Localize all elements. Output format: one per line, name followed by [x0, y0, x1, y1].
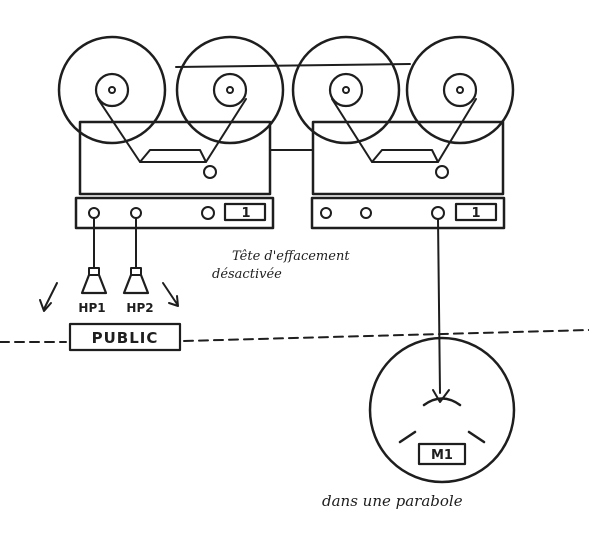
recorder-2-control-panel [310, 196, 506, 230]
recorder-2-left-hub [328, 72, 364, 108]
recorder-2-right-reel [405, 35, 515, 145]
speaker-hp1-magnet [88, 267, 100, 276]
speaker-hp2-cone [122, 273, 150, 295]
recorder-2-right-spindle [456, 86, 464, 94]
recorder-1-counter [223, 202, 267, 222]
recorder-2-jack-1 [320, 207, 332, 219]
recorder-2-capstan [435, 165, 449, 179]
recorder-1-jack-in [201, 206, 215, 220]
recorder-1-jack-out-2 [130, 207, 142, 219]
audience-line-right [183, 329, 589, 342]
microphone-label: M1 [431, 448, 453, 463]
speaker-hp2-magnet [130, 267, 142, 276]
recorder-1-counter-label: 1 [241, 206, 250, 221]
microphone-arrow-icon [432, 389, 450, 403]
parabola-dish [368, 336, 516, 484]
recorder-2-body [311, 120, 505, 196]
microphone-head-icon [422, 397, 462, 407]
recorder-2-counter-label: 1 [471, 206, 480, 221]
recorder-1-control-panel [74, 196, 275, 230]
parabola-microphone: M1 [368, 336, 516, 484]
recorder-1-left-reel [57, 35, 167, 145]
speaker-hp2: HP2 [122, 217, 154, 315]
erase-head-note-line-2: désactivée [212, 267, 282, 282]
speaker-hp2-arrow-icon [162, 282, 179, 307]
recorder-1-head-block [139, 149, 207, 163]
recorder-1-tape-path [97, 98, 247, 163]
recorder-1-body [78, 120, 272, 196]
recorder-1-left-hub [94, 72, 130, 108]
parabola-note: dans une parabole [322, 492, 463, 510]
recorder-2-jack-2 [360, 207, 372, 219]
recorder-2-left-reel [291, 35, 401, 145]
tape-recorder-1: 1 [57, 35, 285, 230]
recorder-1-right-hub [212, 72, 248, 108]
recorder-2-right-hub [442, 72, 478, 108]
microphone-box [417, 442, 467, 466]
tape-link-top [175, 63, 411, 68]
recorder-2-left-spindle [342, 86, 350, 94]
speaker-hp2-label: HP2 [126, 301, 153, 315]
recorder-1-capstan [203, 165, 217, 179]
public-label: PUBLIC [92, 329, 159, 347]
recorder-2-counter [454, 202, 498, 222]
recorder-2-tape-path [331, 98, 477, 163]
recorder-2-head-block [371, 149, 439, 163]
speaker-hp1-cone [80, 273, 108, 295]
recorder-1-left-spindle [108, 86, 116, 94]
recorder-1-right-spindle [226, 86, 234, 94]
microphone-cable [437, 218, 441, 394]
public-box [68, 322, 182, 352]
speaker-hp1: HP1 [78, 217, 108, 315]
speaker-hp1-label: HP1 [78, 301, 105, 315]
speaker-hp1-arrow-icon [39, 282, 58, 312]
erase-head-note-line-1: Tête d'effacement [232, 249, 350, 264]
recorder-1-right-reel [175, 35, 285, 145]
tape-recorder-2: 1 [291, 35, 515, 230]
recorder-2-jack-in [431, 206, 445, 220]
recorder-1-jack-out-1 [88, 207, 100, 219]
